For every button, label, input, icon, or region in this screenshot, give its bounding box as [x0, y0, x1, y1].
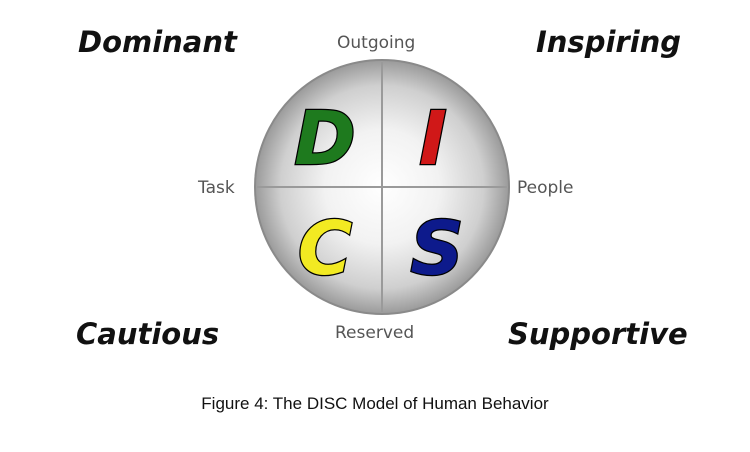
- people-axis-label: People: [517, 178, 574, 198]
- cautious-label: Cautious: [76, 317, 220, 351]
- s-letter: S: [410, 206, 463, 292]
- c-letter: C: [298, 206, 352, 292]
- reserved-axis-label: Reserved: [335, 323, 415, 343]
- dominant-label: Dominant: [78, 25, 237, 59]
- i-letter: I: [419, 96, 447, 182]
- d-letter: D: [294, 96, 355, 182]
- figure-caption: Figure 4: The DISC Model of Human Behavi…: [201, 394, 549, 413]
- outgoing-axis-label: Outgoing: [337, 33, 416, 53]
- task-axis-label: Task: [198, 178, 235, 198]
- inspiring-label: Inspiring: [536, 25, 682, 59]
- supportive-label: Supportive: [508, 317, 688, 351]
